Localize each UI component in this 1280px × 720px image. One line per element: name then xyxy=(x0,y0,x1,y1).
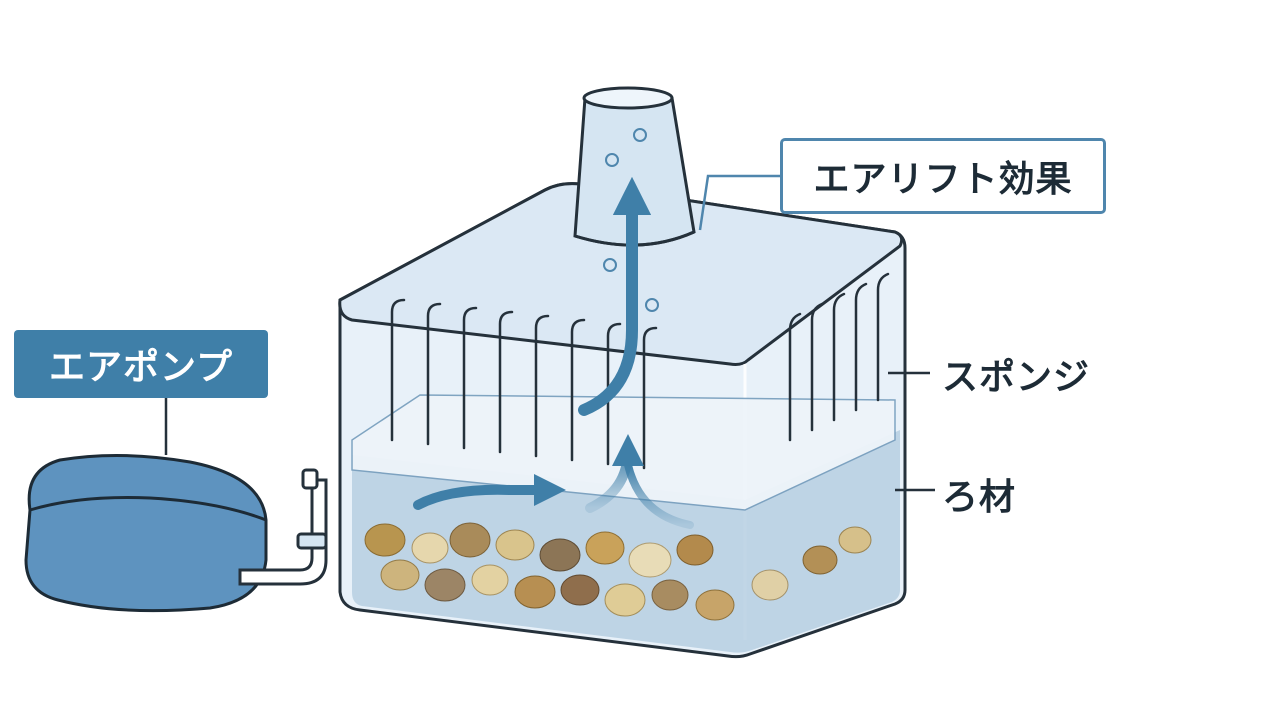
flow-arrow-icon xyxy=(585,434,644,513)
flow-arrow-icon xyxy=(413,473,567,510)
sponge-slots xyxy=(390,272,890,470)
air-bubble-icon xyxy=(633,128,647,142)
air-pump-label: エアポンプ xyxy=(14,330,268,398)
airlift-effect-label: エアリフト効果 xyxy=(780,138,1106,214)
filter-media-label: ろ材 xyxy=(942,477,1017,518)
air-bubble-icon xyxy=(603,258,617,272)
air-pump-icon xyxy=(24,453,268,613)
leader-lines xyxy=(164,174,935,492)
flow-arrow-icon xyxy=(578,176,652,416)
airlift-tube xyxy=(573,86,696,247)
airline-tube-icon xyxy=(238,468,328,586)
sponge-label: スポンジ xyxy=(942,357,1091,398)
filter-media-gravel xyxy=(364,522,872,621)
air-bubble-icon xyxy=(605,153,619,167)
air-bubble-icon xyxy=(645,298,659,312)
flow-arrow-icon xyxy=(624,461,694,529)
air-bubbles xyxy=(603,128,659,312)
